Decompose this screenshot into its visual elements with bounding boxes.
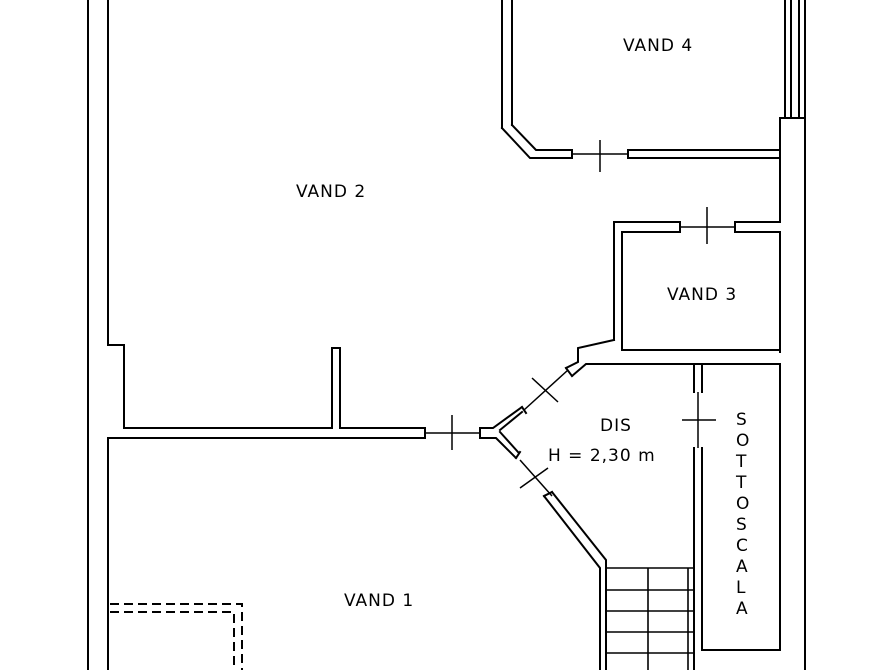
partition-vand2-vand1	[107, 347, 481, 450]
room-label-dis: DIS	[600, 416, 632, 436]
room-label-vand1: VAND 1	[344, 591, 414, 611]
stair	[606, 567, 694, 670]
sottoscala-letter: A	[736, 557, 749, 577]
room-label-vand3: VAND 3	[667, 285, 737, 305]
room-label-vand2: VAND 2	[296, 182, 366, 202]
vand4-walls	[500, 0, 781, 172]
sottoscala-walls	[682, 363, 781, 670]
sottoscala-letter: C	[736, 536, 749, 556]
sottoscala-letter: S	[736, 410, 748, 430]
dashed-fixture	[110, 603, 243, 670]
corridor-dis-walls	[479, 338, 701, 670]
sottoscala-letter: O	[736, 431, 750, 451]
outer-wall-left	[87, 0, 125, 670]
sottoscala-letter: T	[735, 452, 747, 472]
room-label-vand4: VAND 4	[623, 36, 693, 56]
room-label-dis-height: H = 2,30 m	[548, 446, 656, 466]
sottoscala-letter: S	[736, 515, 748, 535]
room-label-sottoscala: S O T T O S C A L A	[735, 410, 750, 619]
sottoscala-letter: O	[736, 494, 750, 514]
sottoscala-letter: L	[736, 578, 746, 598]
sottoscala-letter: A	[736, 599, 749, 619]
sottoscala-letter: T	[735, 473, 747, 493]
outer-wall-right	[779, 0, 806, 670]
vand3-walls	[613, 207, 781, 353]
